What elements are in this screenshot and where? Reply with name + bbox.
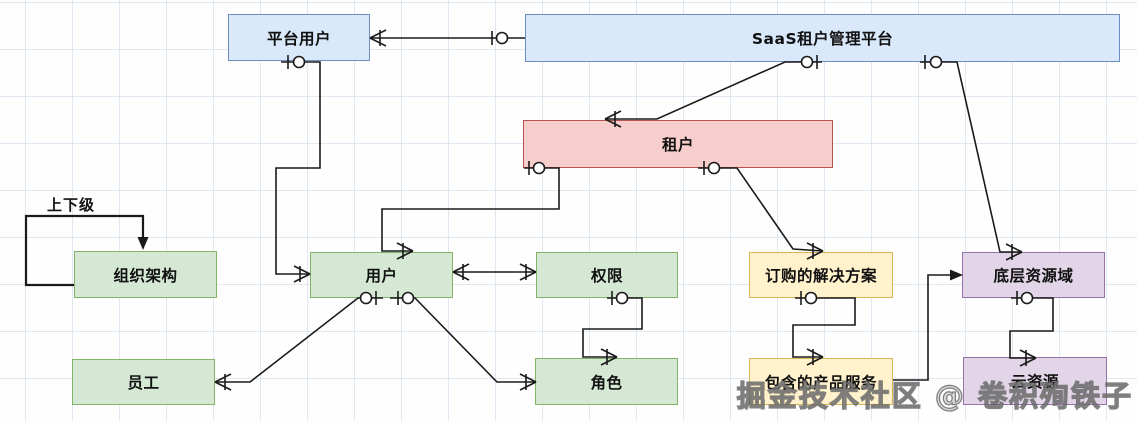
self-relation-label: 上下级: [47, 196, 96, 214]
entity-label: SaaS租户管理平台: [751, 30, 894, 48]
entity-label: 权限: [590, 267, 623, 285]
entity-label: 平台用户: [266, 29, 331, 48]
entity-label: 角色: [590, 373, 623, 392]
entity-user[interactable]: 用户: [310, 252, 453, 298]
entity-label: 租户: [661, 136, 694, 154]
entity-label: 用户: [365, 267, 398, 285]
entity-org-structure[interactable]: 组织架构: [74, 251, 217, 298]
entity-label: 组织架构: [113, 266, 178, 285]
entity-included-product-service[interactable]: 包含的产品服务: [749, 358, 893, 405]
entity-employee[interactable]: 员工: [72, 359, 215, 405]
entity-platform-user[interactable]: 平台用户: [228, 14, 370, 61]
entity-tenant[interactable]: 租户: [523, 120, 833, 168]
entity-role[interactable]: 角色: [535, 358, 678, 405]
entity-label: 员工: [127, 374, 160, 392]
entity-label: 包含的产品服务: [764, 373, 877, 392]
entity-subscribed-solution[interactable]: 订购的解决方案: [749, 252, 893, 298]
entity-label: 底层资源域: [993, 267, 1074, 285]
watermark-text: 掘金技术社区 @ 卷积殉铁子: [736, 378, 1133, 413]
entity-label: 订购的解决方案: [764, 267, 877, 285]
entity-base-resource-domain[interactable]: 底层资源域: [962, 252, 1105, 298]
entity-saas-tenant-platform[interactable]: SaaS租户管理平台: [525, 14, 1120, 62]
entity-label: 云资源: [1010, 373, 1059, 391]
entity-permission[interactable]: 权限: [536, 252, 678, 298]
